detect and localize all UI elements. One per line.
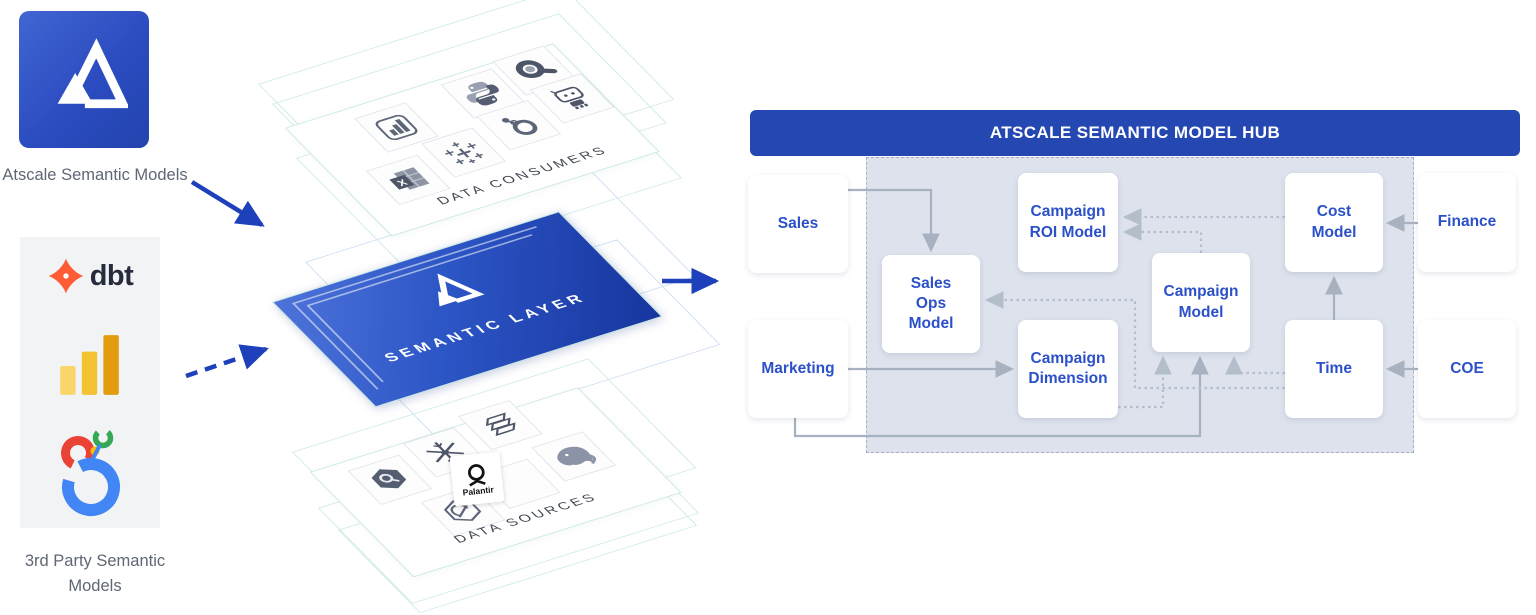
tableau-tile [421, 127, 506, 178]
bigquery-tile [347, 454, 433, 505]
hub-box-sales-ops-model: Sales Ops Model [882, 255, 980, 353]
third-party-panel: dbt [20, 237, 160, 528]
hub-box-finance: Finance [1418, 173, 1516, 272]
data-sources-panel: DATA SOURCES [310, 387, 682, 578]
thirdparty-to-layer-dashed-arrow [185, 344, 269, 379]
power-bi-logo [53, 329, 127, 406]
data-consumers-panel: X [285, 43, 660, 237]
atscale-label: Atscale Semantic Models [2, 166, 188, 184]
dbt-star-icon [48, 258, 84, 294]
excel-icon: X [389, 167, 430, 190]
third-party-label: 3rd Party Semantic Models [24, 552, 166, 595]
hub-box-campaign-model: Campaign Model [1152, 253, 1250, 352]
bigquery-icon [371, 469, 407, 489]
atscale-mark-icon [57, 37, 128, 108]
palantir-icon [467, 464, 486, 487]
layer-stack-tile [458, 399, 543, 451]
python-icon [466, 81, 499, 106]
postgresql-elephant-icon [557, 446, 597, 466]
postgresql-tile [531, 431, 617, 482]
hub-box-campaign-roi-model: Campaign ROI Model [1018, 173, 1118, 272]
magnifier-bold-icon [515, 60, 558, 79]
hub-box-sales: Sales [748, 175, 848, 273]
tableau-icon [444, 142, 484, 165]
hub-box-marketing: Marketing [748, 320, 848, 418]
atscale-mark-white-icon [437, 273, 485, 307]
looker-logo [51, 425, 131, 522]
hub-box-campaign-dimension: Campaign Dimension [1018, 320, 1118, 418]
power-bi-tile [354, 102, 439, 153]
robot-icon [550, 86, 589, 110]
looker-rings-icon [61, 427, 120, 516]
atscale-logo [19, 11, 149, 148]
atscale-to-layer-arrow [190, 180, 265, 227]
python-tile [440, 68, 526, 119]
looker-studio-tile [492, 45, 578, 96]
person-ring-icon [501, 118, 538, 135]
svg-text:X: X [395, 178, 411, 189]
palantir-wordmark: Palantir [462, 484, 495, 498]
excel-tile: X [365, 154, 451, 206]
hub-box-cost-model: Cost Model [1285, 173, 1383, 272]
palantir-logo-tile: Palantir [449, 451, 505, 507]
power-bi-icon [375, 114, 418, 141]
hub-header: ATSCALE SEMANTIC MODEL HUB [750, 110, 1520, 156]
hub-box-coe: COE [1418, 320, 1516, 418]
dbt-logo: dbt [20, 257, 160, 295]
person-ring-tile [476, 100, 562, 151]
layer-stack-icon [485, 412, 516, 437]
dbt-wordmark: dbt [89, 259, 134, 292]
semantic-layer-panel: SEMANTIC LAYER [272, 211, 663, 408]
robot-tile [529, 73, 615, 124]
semantic-model-hub: ATSCALE SEMANTIC MODEL HUB [748, 110, 1524, 460]
hub-box-time: Time [1285, 320, 1383, 418]
power-bi-bars-icon [60, 335, 119, 395]
